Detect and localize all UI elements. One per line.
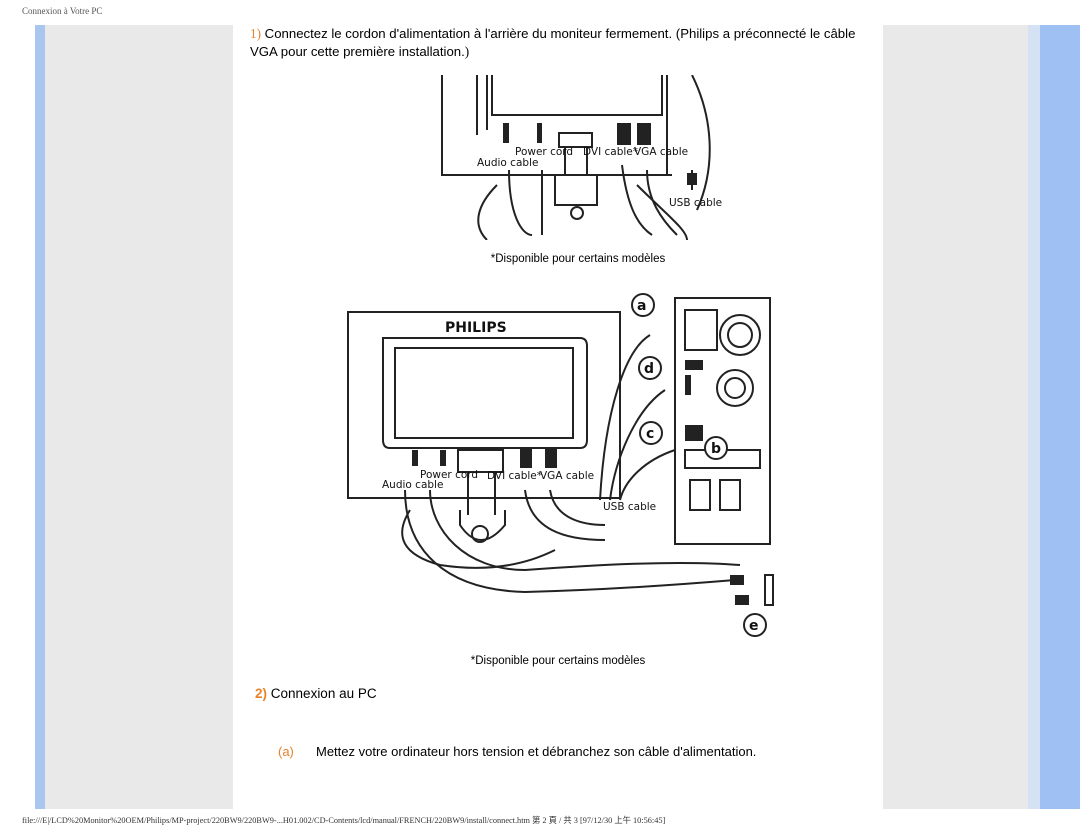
section-2-number: 2) [255, 686, 268, 701]
right-frame-panel [883, 25, 1028, 809]
fig2-dvi-cable-label: DVI cable* [487, 470, 542, 482]
callout-a-label: a [637, 298, 646, 314]
step-a-item: (a) Mettez votre ordinateur hors tension… [278, 744, 756, 759]
page-footer-path: file:///E|/LCD%20Monitor%20OEM/Philips/M… [22, 816, 666, 825]
fig2-vga-cable-label: VGA cable [540, 470, 594, 482]
callout-c-label: c [646, 426, 654, 442]
fig2-usb-cable-label: USB cable [603, 501, 656, 513]
left-frame-strip [35, 25, 45, 809]
callout-b-label: b [711, 441, 721, 457]
right-frame-strip [1040, 25, 1080, 809]
step-1-paragraph: 1) Connectez le cordon d'alimentation à … [250, 25, 860, 60]
callout-e-circle [743, 613, 767, 637]
step-a-letter: (a) [278, 744, 294, 759]
fig2-audio-cable-label: Audio cable [382, 479, 443, 491]
fig2-power-cord-label: Power cord [420, 469, 478, 481]
fig1-audio-cable-label: Audio cable [477, 157, 538, 169]
callout-a-circle [631, 293, 655, 317]
page-header-title: Connexion à Votre PC [22, 6, 103, 16]
figure-1-caption: *Disponible pour certains modèles [490, 253, 666, 265]
callout-c-circle [639, 421, 663, 445]
fig1-vga-cable-label: VGA cable [634, 146, 688, 158]
step-1-number: 1) [250, 26, 261, 41]
callout-e-label: e [749, 618, 759, 634]
figure-2-caption: *Disponible pour certains modèles [470, 655, 646, 667]
fig2-brand-logo: PHILIPS [445, 320, 507, 336]
monitor-back-figure: Power cord DVI cable* VGA cable Audio ca… [441, 75, 722, 240]
content-area [233, 25, 883, 809]
left-frame-panel [45, 25, 233, 809]
step-1-close-paren: ) [464, 43, 470, 59]
callout-d-label: d [644, 361, 654, 377]
fig1-power-cord-label: Power cord [515, 146, 573, 158]
callout-b-circle [704, 436, 728, 460]
callout-d-circle [638, 356, 662, 380]
fig1-usb-cable-label: USB cable [669, 197, 722, 209]
section-2-title: Connexion au PC [270, 686, 377, 701]
fig1-dvi-cable-label: DVI cable* [583, 146, 638, 158]
pc-connection-figure: PHILIPS Power cord DVI cable* VGA cable … [347, 293, 774, 637]
section-2-heading: 2) Connexion au PC [255, 686, 377, 701]
step-a-text: Mettez votre ordinateur hors tension et … [316, 744, 757, 759]
right-frame-edge [1028, 25, 1040, 809]
step-1-text: Connectez le cordon d'alimentation à l'a… [250, 26, 856, 59]
